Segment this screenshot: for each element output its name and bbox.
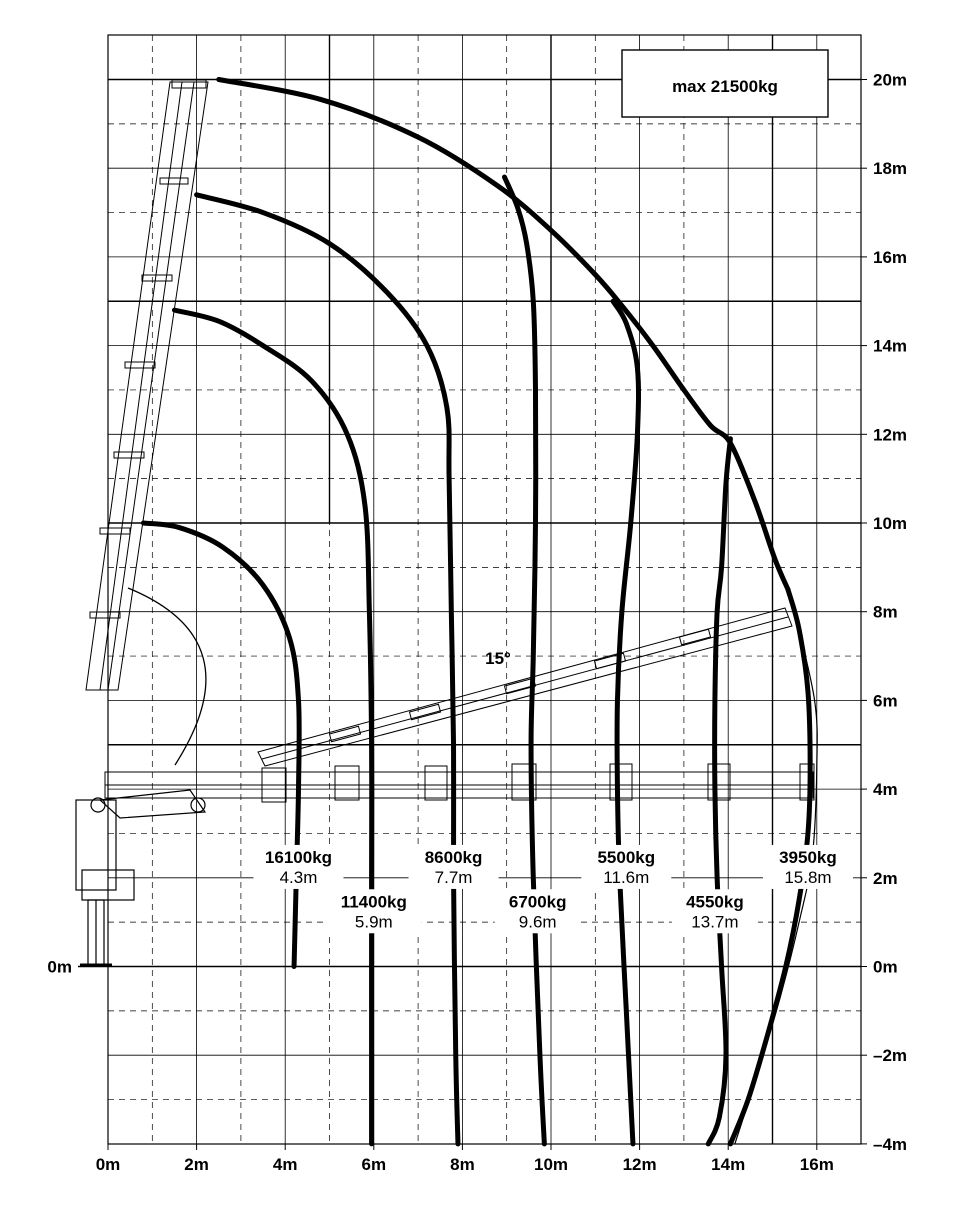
y-tick-label: 2m xyxy=(873,869,898,888)
x-tick-label: 16m xyxy=(800,1155,834,1174)
load-value-label: 3950kg xyxy=(779,848,837,867)
reach-value-label: 5.9m xyxy=(355,912,393,931)
y-tick-label: 4m xyxy=(873,780,898,799)
y-tick-label: 10m xyxy=(873,514,907,533)
load-label-bg xyxy=(581,844,672,889)
x-tick-label: 4m xyxy=(273,1155,298,1174)
reach-value-label: 7.7m xyxy=(435,868,473,887)
boom-angle-label: 15° xyxy=(485,649,511,668)
x-tick-label: 10m xyxy=(534,1155,568,1174)
load-curve-4550kg xyxy=(705,436,733,1147)
y-tick-label: 8m xyxy=(873,603,898,622)
load-curves xyxy=(140,77,818,1147)
y-tick-label: –2m xyxy=(873,1046,907,1065)
x-tick-label: 2m xyxy=(184,1155,209,1174)
x-tick-label: 6m xyxy=(362,1155,387,1174)
load-label-bg xyxy=(762,844,853,889)
load-value-label: 6700kg xyxy=(509,892,567,911)
crane-base xyxy=(75,789,207,967)
load-label-bg xyxy=(325,889,422,934)
reach-value-label: 4.3m xyxy=(280,868,318,887)
load-curve-5500kg xyxy=(610,298,642,1147)
load-value-label: 16100kg xyxy=(265,848,332,867)
load-value-label: 4550kg xyxy=(686,892,744,911)
reach-value-label: 13.7m xyxy=(691,912,738,931)
x-tick-label: 12m xyxy=(623,1155,657,1174)
load-curve-8600kg xyxy=(194,192,461,1147)
y-tick-label-left: 0m xyxy=(47,958,72,977)
horizontal-boom xyxy=(104,763,815,803)
labels: 0m 2m 4m 6m 8m 10m 12m 14m 16m 20m 18m 16m 14m 12m 10m… xyxy=(47,49,907,1174)
load-curve-11400kg xyxy=(171,307,375,1147)
y-tick-label: 6m xyxy=(873,691,898,710)
reach-value-label: 11.6m xyxy=(603,868,649,887)
y-tick-label: 18m xyxy=(873,159,907,178)
y-tick-label: 0m xyxy=(873,958,898,977)
y-tick-label: 14m xyxy=(873,337,907,356)
load-label-bg xyxy=(253,844,344,889)
x-tick-label: 0m xyxy=(96,1155,121,1174)
load-value-label: 11400kg xyxy=(341,892,407,911)
load-curve-6700kg xyxy=(501,174,547,1147)
max-load-box xyxy=(621,49,829,118)
y-tick-label: 16m xyxy=(873,248,907,267)
raised-boom xyxy=(85,79,209,691)
y-tick-label: 20m xyxy=(873,71,907,90)
y-tick-label: –4m xyxy=(873,1135,907,1154)
slewing-arc xyxy=(127,587,207,766)
grid-layer xyxy=(78,34,867,1150)
load-value-label: 8600kg xyxy=(425,848,483,867)
x-tick-label: 14m xyxy=(711,1155,745,1174)
x-tick-label: 8m xyxy=(450,1155,475,1174)
load-curve-envelope xyxy=(216,77,791,593)
load-label-bg xyxy=(408,844,499,889)
load-value-label: 5500kg xyxy=(597,848,655,867)
y-tick-label: 12m xyxy=(873,425,907,444)
reach-value-label: 15.8m xyxy=(784,868,831,887)
load-label-bg xyxy=(671,889,758,934)
angled-boom xyxy=(257,607,793,767)
load-label-bg xyxy=(494,889,581,934)
max-load-label: max 21500kg xyxy=(672,77,778,96)
crane-illustration xyxy=(75,79,815,967)
reach-value-label: 9.6m xyxy=(519,912,557,931)
